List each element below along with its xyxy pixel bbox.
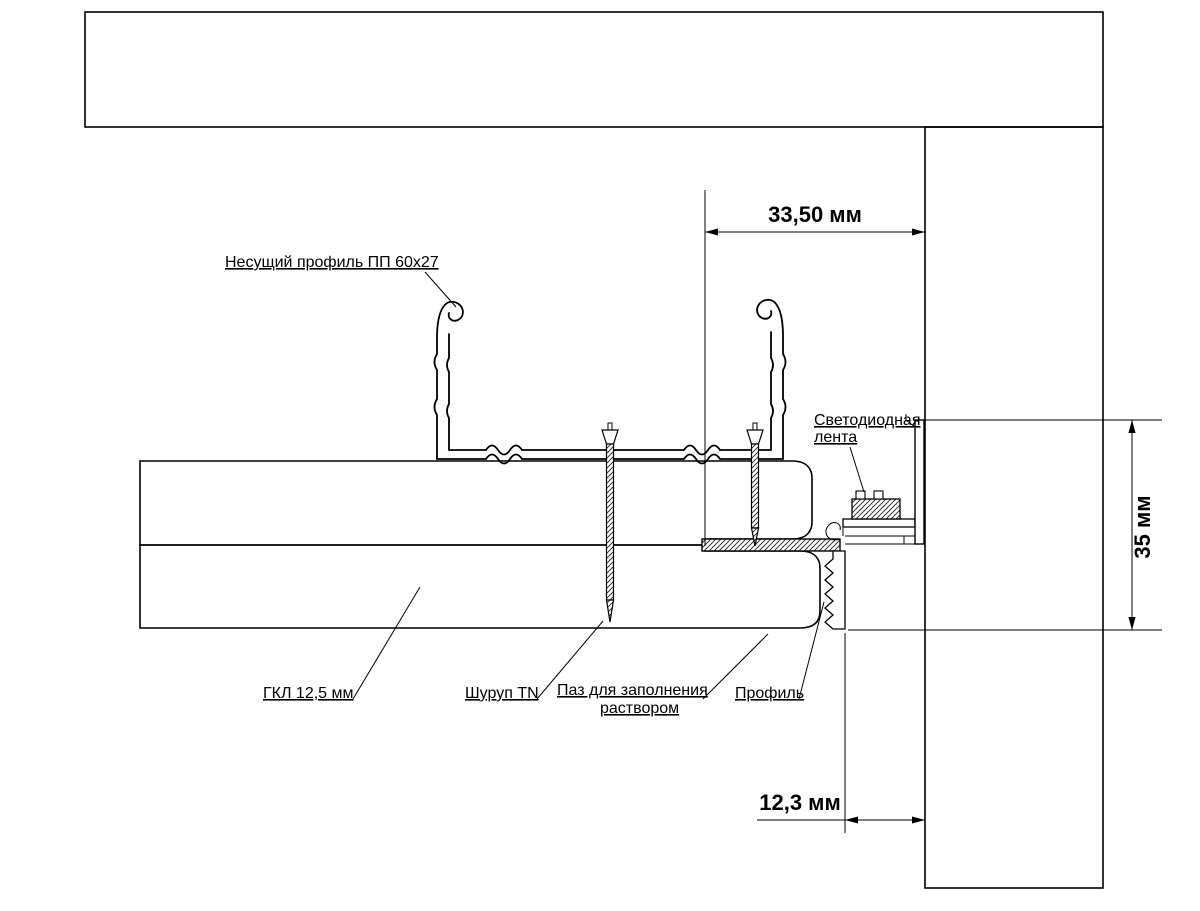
leader-screw (536, 620, 604, 700)
leader-mortar-groove (702, 633, 769, 700)
led-shelf (842, 518, 916, 528)
led-diode-1 (855, 490, 866, 500)
profile-mounting-flange (701, 538, 841, 552)
profile-curl (825, 522, 841, 541)
led-strip-block (851, 498, 901, 520)
arrow-down (1128, 617, 1136, 630)
label-mortar-groove-line1: Паз для заполнения (557, 682, 708, 699)
ceiling-slab-hatch (84, 11, 1104, 128)
label-gypsum-board: ГКЛ 12,5 мм (263, 685, 354, 702)
led-diode-2 (873, 490, 884, 500)
profile-top-hook (905, 414, 916, 428)
screw-2 (746, 422, 764, 547)
gypsum-board-layer-1 (139, 460, 813, 546)
dimension-35: 35 мм (848, 419, 1162, 631)
screw-1 (601, 422, 619, 623)
arrow-left (845, 816, 858, 824)
right-wall-hatch (924, 126, 1104, 889)
label-screw: Шуруп TN (465, 685, 539, 702)
leader-carrier-profile (424, 271, 457, 308)
arrow-up (1128, 420, 1136, 433)
profile-foot (903, 535, 915, 545)
led-profile-drawing (701, 414, 925, 630)
gypsum-board-layer-2 (139, 544, 821, 629)
dimension-33-50: 33,50 мм (704, 190, 925, 546)
carrier-profile-drawing (433, 299, 787, 465)
arrow-right (912, 228, 925, 236)
arrow-left (705, 228, 718, 236)
label-profile: Профиль (735, 685, 804, 702)
label-led-strip-line2: лента (814, 429, 857, 446)
dimension-12-3: 12,3 мм (757, 633, 925, 833)
dimension-35-text: 35 мм (1130, 495, 1155, 558)
leader-led-strip (849, 446, 865, 493)
label-mortar-groove-line2: раствором (600, 700, 679, 717)
profile-wall-leg (914, 419, 925, 545)
label-led-strip-line1: Светодиодная (814, 412, 921, 429)
leader-profile (798, 601, 825, 700)
dimension-12-3-text: 12,3 мм (759, 790, 840, 815)
mortar-groove-strip (824, 550, 846, 630)
label-carrier-profile: Несущий профиль ПП 60х27 (225, 254, 439, 271)
leader-gypsum-board (352, 586, 421, 700)
arrow-right (912, 816, 925, 824)
dimension-33-50-text: 33,50 мм (768, 202, 862, 227)
